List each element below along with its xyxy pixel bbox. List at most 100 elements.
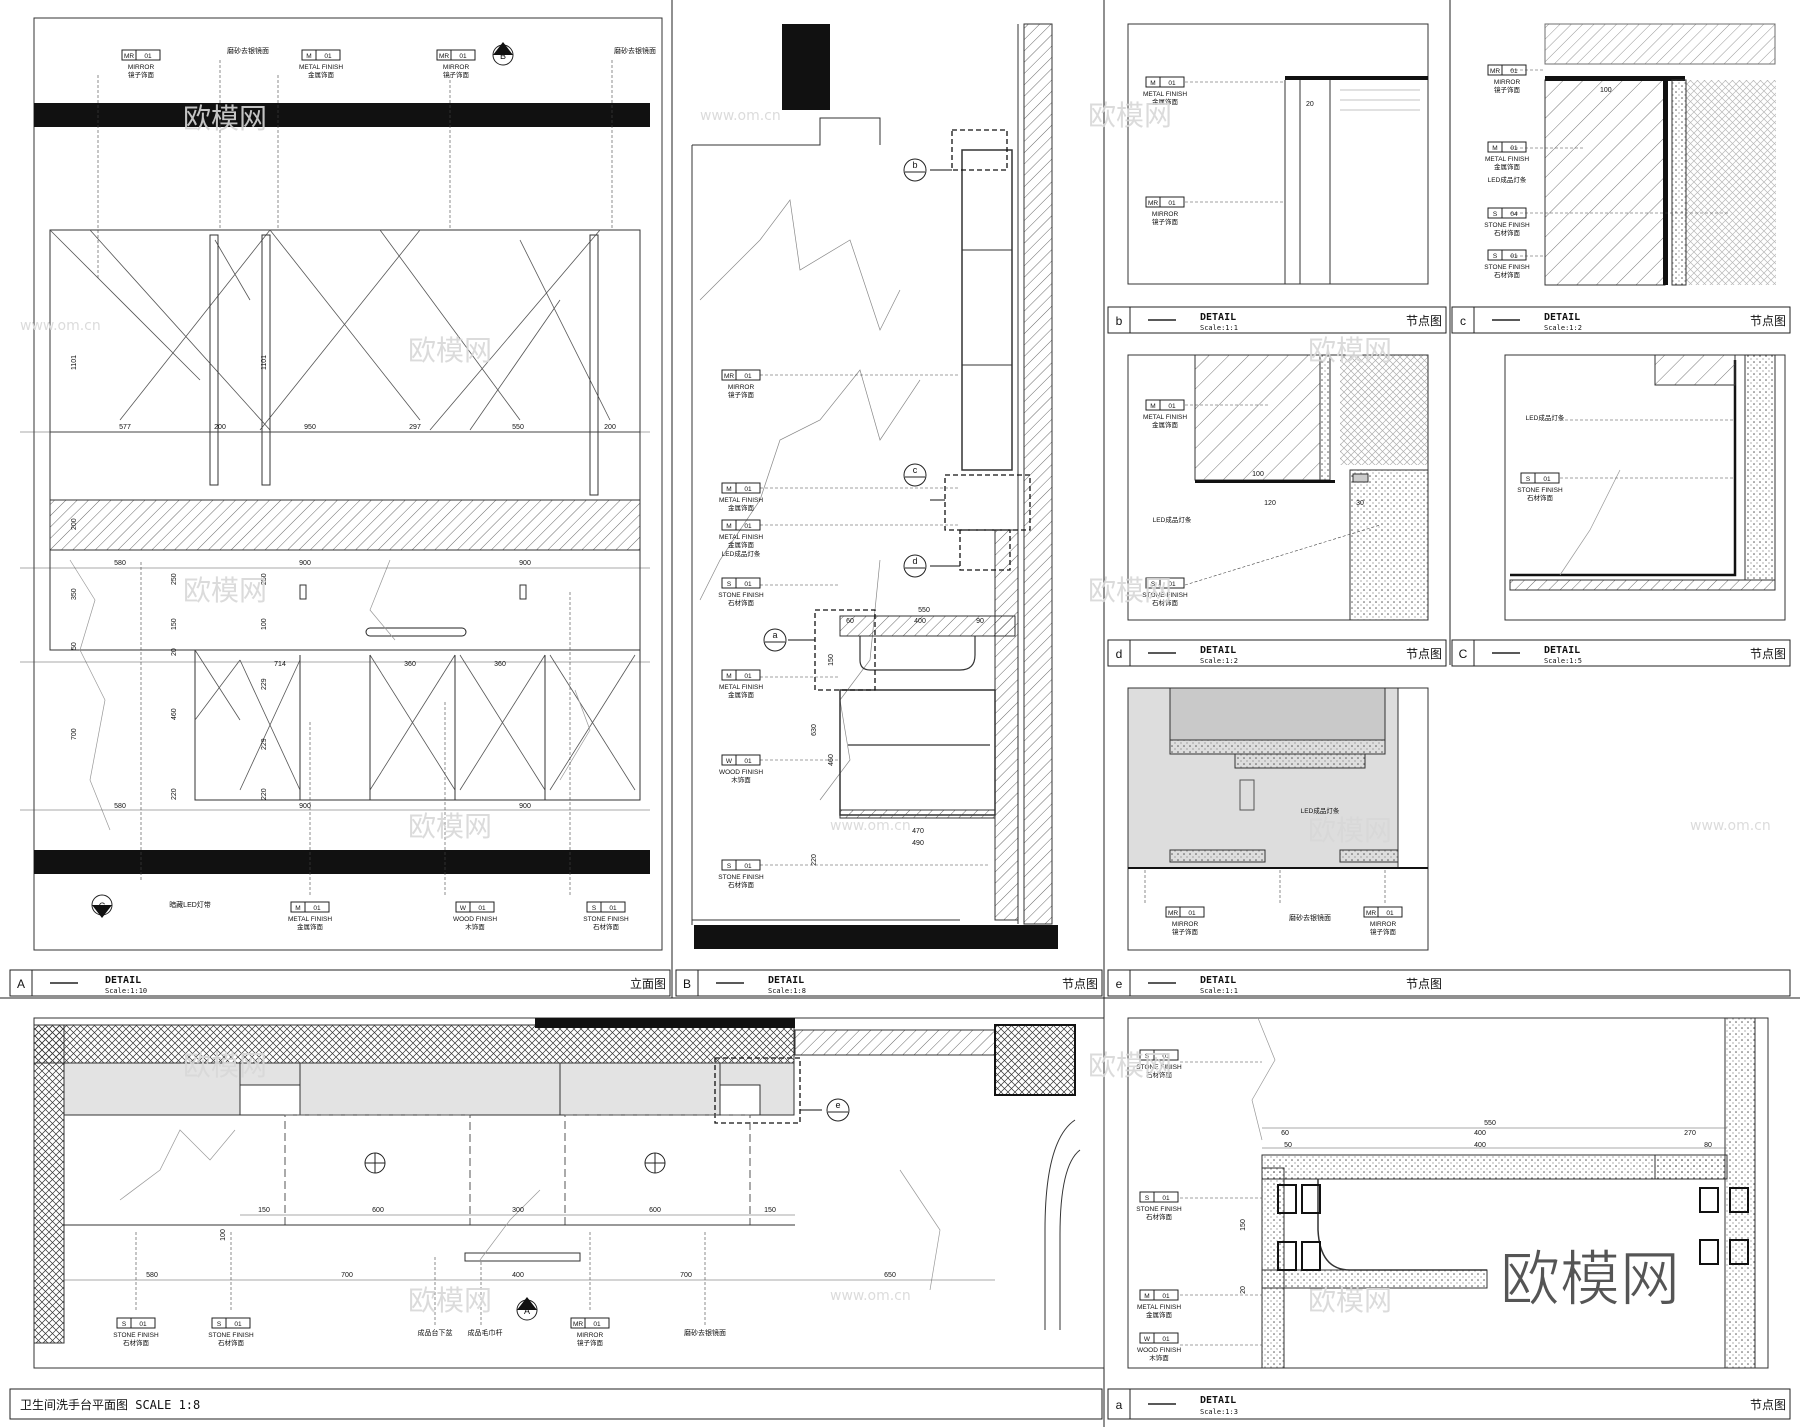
svg-text:STONE FINISH: STONE FINISH: [1136, 1064, 1182, 1071]
svg-text:M: M: [726, 523, 731, 530]
svg-text:STONE FINISH: STONE FINISH: [1484, 222, 1530, 229]
svg-text:01: 01: [744, 863, 752, 870]
dim-A-mid-3: 900: [519, 560, 531, 567]
title-bar-plan: 卫生间洗手台平面图 SCALE 1:8: [9, 1388, 1103, 1420]
svg-text:镜子饰面: 镜子饰面: [1494, 85, 1521, 94]
svg-text:S: S: [592, 905, 597, 912]
svg-text:S: S: [727, 863, 732, 870]
svg-text:01: 01: [1168, 403, 1176, 410]
svg-text:d: d: [912, 556, 917, 566]
section-marker-C[interactable]: C: [91, 894, 113, 918]
svg-text:MIRROR: MIRROR: [577, 1332, 604, 1339]
svg-text:石材饰面: 石材饰面: [1152, 598, 1179, 607]
watermark-brand-9: 欧模网: [183, 1049, 267, 1082]
svg-text:木饰面: 木饰面: [731, 775, 751, 784]
svg-text:01: 01: [1188, 910, 1196, 917]
svg-text:a: a: [772, 630, 777, 640]
watermark-brand-5: 欧模网: [1088, 574, 1172, 607]
svg-text:STONE FINISH: STONE FINISH: [113, 1332, 159, 1339]
callout-b[interactable]: b: [903, 158, 927, 182]
note-B-led: LED成品灯条: [722, 549, 761, 558]
dim-A-v-16: 220: [261, 788, 268, 800]
callout-e[interactable]: e: [826, 1098, 850, 1122]
svg-text:01: 01: [1510, 145, 1518, 152]
svg-text:DETAIL: DETAIL: [768, 975, 804, 986]
svg-text:节点图: 节点图: [1750, 314, 1786, 328]
watermark-url-3: www.om.cn: [830, 818, 911, 834]
svg-text:镜子饰面: 镜子饰面: [1172, 927, 1199, 936]
dim-a-7: 80: [1704, 1142, 1712, 1149]
dim-a-1: 550: [1484, 1120, 1496, 1127]
svg-text:MIRROR: MIRROR: [128, 64, 155, 71]
svg-text:WOOD FINISH: WOOD FINISH: [719, 769, 763, 776]
dim-A-v-12: 229: [261, 678, 268, 690]
dim-a-5: 50: [1284, 1142, 1292, 1149]
svg-text:MR: MR: [439, 53, 449, 60]
svg-text:A: A: [524, 1306, 530, 1316]
svg-text:d: d: [1116, 647, 1123, 661]
title-bar-b: b DETAIL Scale:1:1 节点图: [1107, 306, 1447, 334]
title-bar-c: c DETAIL Scale:1:2 节点图: [1451, 306, 1791, 334]
callout-d[interactable]: d: [903, 554, 927, 578]
dim-A-bot-3: 900: [519, 803, 531, 810]
svg-text:S: S: [1145, 1053, 1150, 1060]
svg-text:镜子饰面: 镜子饰面: [443, 70, 470, 79]
svg-text:01: 01: [1543, 476, 1551, 483]
dim-B-2: 60: [846, 618, 854, 625]
note-A-frosted-1: 磨砂去银镜面: [227, 46, 269, 55]
dim-plan-top-1: 150: [258, 1207, 270, 1214]
note-plan-towel: 成品毛巾杆: [468, 1328, 503, 1337]
watermark-brand-2: 欧模网: [408, 334, 492, 367]
svg-text:Scale:1:1: Scale:1:1: [1200, 324, 1238, 332]
svg-text:METAL FINISH: METAL FINISH: [719, 497, 763, 504]
callout-a[interactable]: a: [763, 628, 787, 652]
svg-text:石材饰面: 石材饰面: [218, 1338, 245, 1347]
svg-text:节点图: 节点图: [1406, 977, 1442, 991]
title-bar-C: C DETAIL Scale:1:5 节点图: [1451, 639, 1791, 667]
svg-text:01: 01: [744, 758, 752, 765]
dim-A-v-2: 1101: [261, 355, 268, 370]
svg-text:镜子饰面: 镜子饰面: [1370, 927, 1397, 936]
dim-A-cab-1: 714: [274, 661, 286, 668]
dim-A-v-8: 100: [261, 618, 268, 630]
svg-text:MIRROR: MIRROR: [728, 384, 755, 391]
title-bar-a: a DETAIL Scale:1:3 节点图: [1107, 1388, 1791, 1420]
svg-text:Scale:1:2: Scale:1:2: [1544, 324, 1582, 332]
section-marker-B[interactable]: B: [492, 42, 514, 66]
dim-c-1: 100: [1600, 87, 1612, 94]
title-bar-B: B DETAIL Scale:1:8 节点图: [675, 969, 1103, 997]
dim-A-v-6: 250: [261, 573, 268, 585]
watermark-url-2: www.om.cn: [20, 318, 101, 334]
svg-text:04: 04: [1510, 211, 1518, 218]
section-marker-A[interactable]: A: [516, 1297, 538, 1321]
svg-text:a: a: [1116, 1398, 1123, 1412]
callout-c[interactable]: c: [903, 463, 927, 487]
watermark-url-5: www.om.cn: [830, 1288, 911, 1304]
svg-text:M: M: [1492, 145, 1497, 152]
svg-text:01: 01: [1162, 1293, 1170, 1300]
svg-text:M: M: [1144, 1293, 1149, 1300]
svg-text:METAL FINISH: METAL FINISH: [1485, 156, 1529, 163]
dim-plan-top-3: 300: [512, 1207, 524, 1214]
svg-text:MIRROR: MIRROR: [1494, 79, 1521, 86]
svg-text:C: C: [99, 901, 106, 911]
svg-text:金属饰面: 金属饰面: [1146, 1310, 1173, 1319]
svg-text:01: 01: [324, 53, 332, 60]
svg-text:01: 01: [1168, 80, 1176, 87]
dim-d-3: 30: [1356, 500, 1364, 507]
